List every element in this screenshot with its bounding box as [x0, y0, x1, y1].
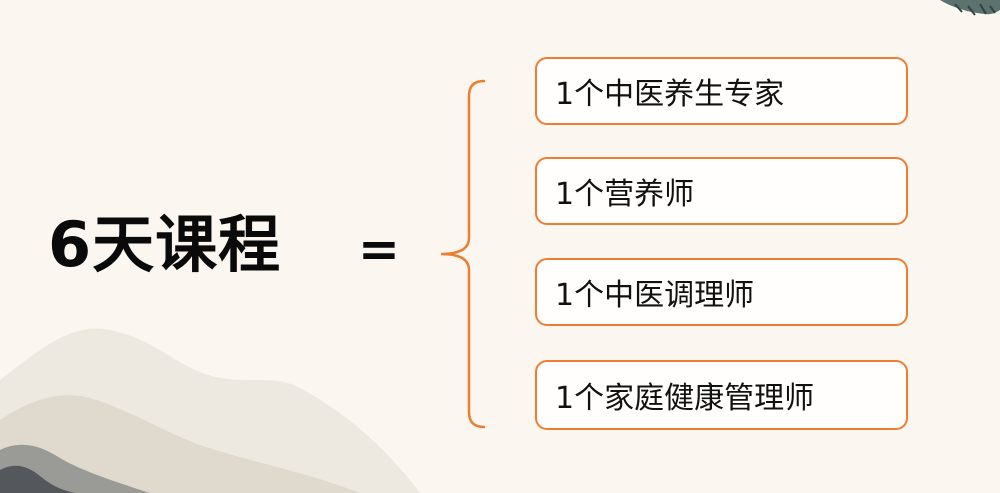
outcome-box-tcm-therapist: 1个中医调理师: [535, 258, 908, 326]
outcome-label: 1个营养师: [555, 177, 695, 212]
outcome-box-tcm-health-expert: 1个中医养生专家: [535, 57, 908, 125]
mid-mountain: [0, 395, 360, 493]
outcome-label: 1个中医养生专家: [555, 77, 785, 112]
pine-needles: [954, 3, 996, 16]
outcome-box-nutritionist: 1个营养师: [535, 157, 908, 225]
curly-brace: [440, 79, 486, 429]
outcome-box-family-health-manager: 1个家庭健康管理师: [535, 360, 908, 430]
course-title: 6天课程: [48, 208, 282, 281]
dark-rock: [0, 465, 75, 493]
outcome-label: 1个中医调理师: [555, 278, 755, 313]
outcome-label: 1个家庭健康管理师: [555, 381, 815, 416]
equals-sign: =: [358, 220, 400, 278]
